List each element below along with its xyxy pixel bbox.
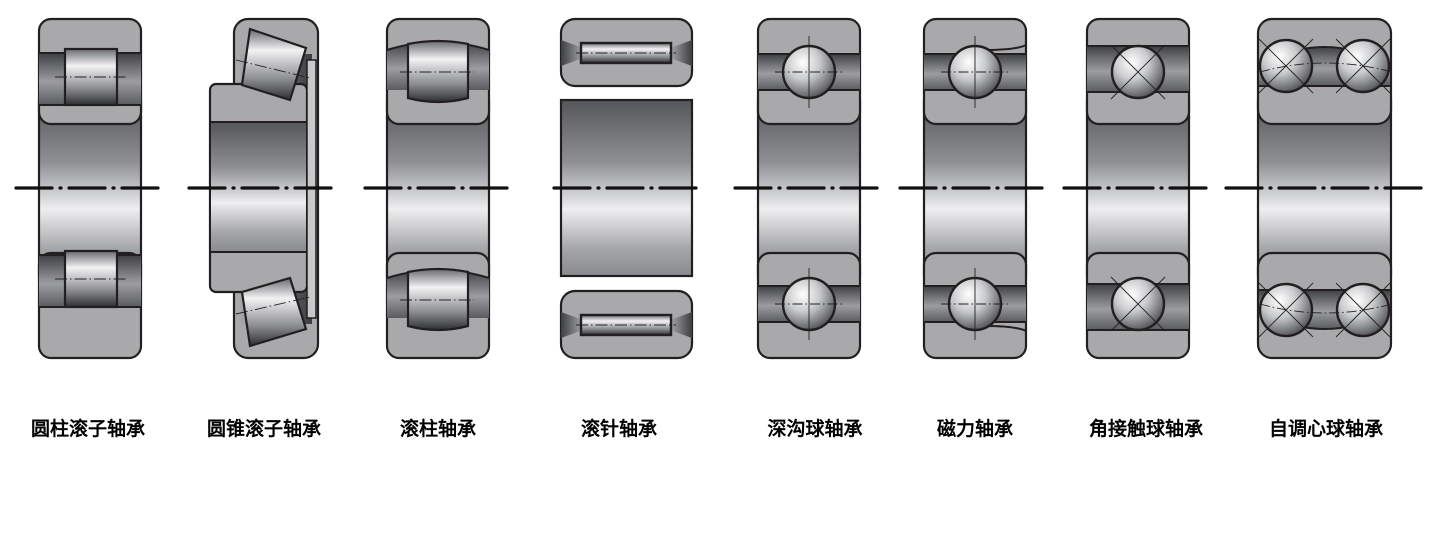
bearing-label-tapered-roller: 圆锥滚子轴承: [206, 418, 322, 440]
upper-section: [756, 17, 862, 126]
raceway-taper: [561, 40, 583, 66]
element-centerline: [235, 296, 311, 315]
contact-line: [1335, 282, 1391, 338]
lower-section: [1085, 251, 1191, 360]
upper-section: [559, 17, 694, 88]
pitch-arc: [1259, 303, 1393, 314]
bearing-label-deep-groove-ball: 深沟球轴承: [767, 418, 863, 440]
bore-surface: [209, 121, 308, 253]
bearing-label-magneto: 磁力轴承: [936, 418, 1014, 440]
bearing-diagram: [14, 17, 1424, 360]
lower-section: [922, 251, 1028, 360]
bearing-tapered-roller: [187, 17, 336, 360]
barrel-roller: [406, 39, 470, 104]
raceway-taper: [670, 312, 692, 338]
raceway-taper: [670, 40, 692, 66]
tapered-roller: [240, 276, 308, 348]
bearing-label-needle-roller: 滚针轴承: [580, 418, 658, 440]
upper-section: [385, 17, 491, 126]
bearing-label-cylindrical-roller: 圆柱滚子轴承: [30, 418, 146, 440]
pitch-arc: [1259, 62, 1393, 73]
bearing-label-self-aligning-ball: 自调心球轴承: [1268, 418, 1384, 440]
upper-section: [1085, 17, 1191, 126]
raceway-taper: [561, 312, 583, 338]
contact-line: [1335, 38, 1391, 94]
tapered-roller: [240, 27, 308, 102]
contact-line: [1110, 44, 1166, 100]
bearing-magneto: [898, 17, 1046, 360]
upper-section: [37, 17, 143, 126]
bearing-angular-contact-ball: [1062, 17, 1211, 360]
lower-section: [756, 251, 862, 360]
element-centerline: [235, 59, 311, 79]
lower-section: [385, 251, 491, 360]
bearing-cylindrical-roller: [14, 17, 163, 360]
lower-section: [1256, 251, 1393, 360]
bearing-label-spherical-roller: 滚柱轴承: [399, 418, 477, 440]
lower-section: [37, 249, 143, 360]
barrel-roller: [406, 267, 470, 332]
bearing-deep-groove-ball: [733, 17, 882, 360]
lower-section: [559, 289, 694, 360]
bearing-needle-roller: [552, 17, 701, 360]
upper-section: [922, 17, 1028, 126]
bearing-spherical-roller: [363, 17, 511, 360]
bearing-self-aligning-ball: [1224, 17, 1424, 360]
upper-section: [1256, 17, 1393, 126]
bearing-label-angular-contact-ball: 角接触球轴承: [1088, 418, 1204, 440]
contact-line: [1110, 276, 1166, 332]
